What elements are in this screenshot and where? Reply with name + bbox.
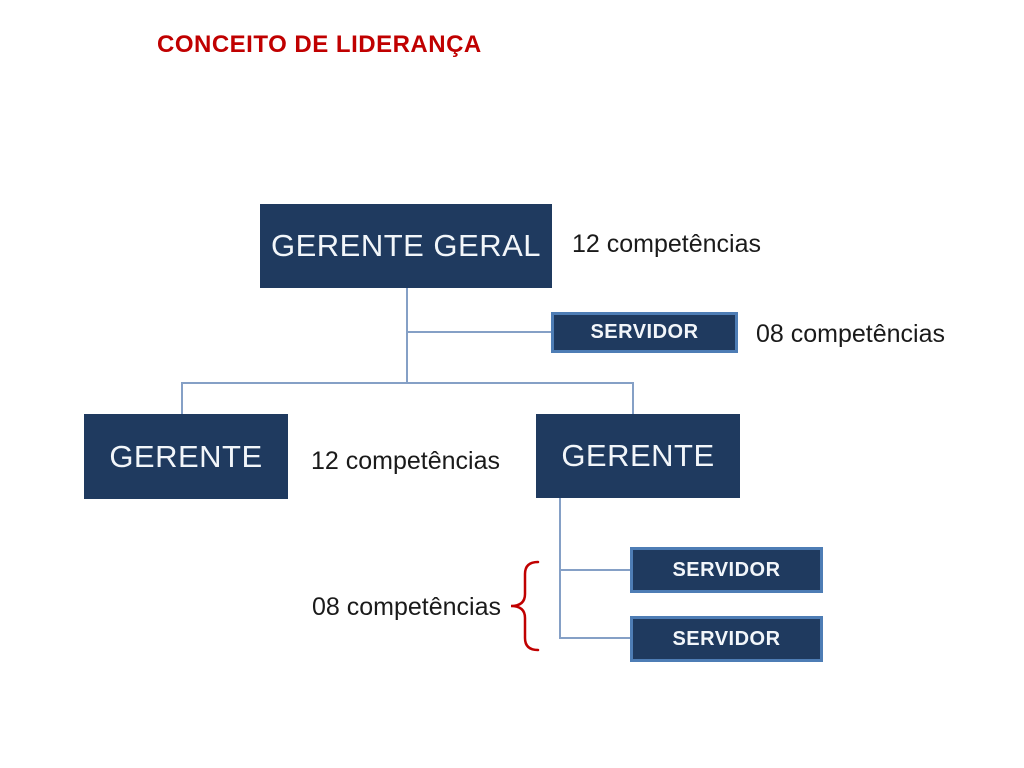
note-gerente-left-competencias: 12 competências [311,447,501,475]
org-node-gerente-right: GERENTE [536,414,740,498]
note-servidor-group-competencias: 08 competências [312,593,502,621]
connector-servidor-bottom [560,637,630,639]
connector-servidor-mid [560,569,630,571]
org-node-gerente-left: GERENTE [84,414,288,499]
note-servidor-top-competencias: 08 competências [756,320,946,348]
connector-left-drop [181,382,183,414]
slide-title: CONCEITO DE LIDERANÇA [157,31,482,58]
connector-tree-horizontal [181,382,634,384]
connector-servidor-top [407,331,551,333]
connector-root-drop [406,288,408,383]
org-node-servidor-bottom: SERVIDOR [630,616,823,662]
connector-servidor-spine [559,498,561,639]
org-node-gerente-geral: GERENTE GERAL [260,204,552,288]
note-gerente-geral-competencias: 12 competências [572,230,762,258]
org-node-servidor-mid: SERVIDOR [630,547,823,593]
group-brace-icon [510,560,540,652]
org-node-servidor-top: SERVIDOR [551,312,738,353]
connector-right-drop [632,382,634,414]
